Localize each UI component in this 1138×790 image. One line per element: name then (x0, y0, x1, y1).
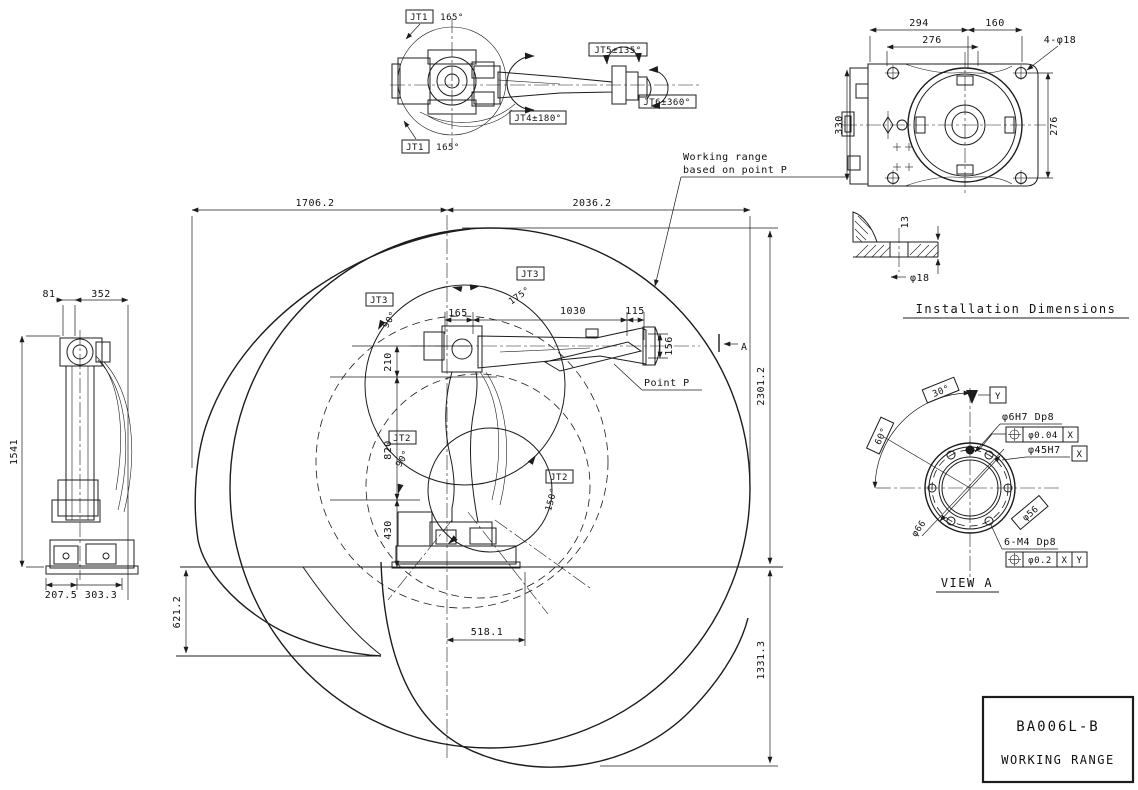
dim-1331-3: 1331.3 (756, 640, 767, 679)
datum-y: Y (966, 386, 1007, 404)
jt3-top-angle: 175° (507, 285, 532, 307)
svg-text:JT6±360°: JT6±360° (643, 98, 690, 108)
working-range-view: 1706.2 2036.2 2301.2 1331.3 621.2 518.1 … (172, 152, 849, 768)
alignment-marks (893, 143, 913, 171)
installation-view: 294 160 276 4-φ18 330 276 (834, 18, 1076, 196)
pin-tol: φ0.04 (1028, 431, 1058, 441)
pin-datum: X (1068, 431, 1074, 441)
dim-phi18: φ18 (910, 273, 930, 284)
dim-13: 13 (900, 215, 911, 228)
svg-text:6-M4 Dp8: 6-M4 Dp8 (1004, 537, 1056, 548)
pin-hole-filled (965, 445, 975, 455)
datum-y-letter: Y (995, 392, 1001, 402)
tap-holes-callout: 6-M4 Dp8 φ0.2 X Y (990, 524, 1088, 568)
jt2-range-circle (427, 427, 553, 553)
note-line2: based on point P (683, 165, 787, 176)
dim-1706-2: 1706.2 (295, 198, 334, 209)
jt5-label: JT5±135° (588, 42, 648, 57)
range-circle-dashed-small (365, 373, 591, 599)
drawing-name: WORKING RANGE (1001, 753, 1114, 767)
working-range-note: Working range based on point P (654, 152, 849, 287)
dim-294: 294 (909, 18, 929, 29)
flange-od-label: φ66 (910, 519, 928, 539)
pin-hole-callout: φ6H7 Dp8 φ0.04 X (974, 412, 1079, 453)
installation-dimensions: 294 160 276 4-φ18 330 276 (834, 18, 1077, 181)
angle-60-label: 60° (865, 416, 895, 455)
jt6-rotation-arrow (648, 66, 669, 109)
model-number: BA006L-B (1016, 719, 1099, 735)
svg-text:JT5±135°: JT5±135° (594, 46, 641, 56)
section-a-marker: A (718, 334, 748, 353)
jt2-right-label: JT2 150° (544, 469, 574, 512)
robot-main-silhouette (391, 325, 660, 569)
dim-1541: 1541 (9, 439, 20, 465)
jt6-label: JT6±360° (638, 94, 697, 109)
jt1-bottom-angle: 165° (436, 143, 460, 153)
note-line1: Working range (683, 152, 768, 163)
bore-callout: φ45H7 X (921, 445, 1088, 537)
jt1-top-label: JT1 165° (405, 9, 464, 24)
title-block: BA006L-B WORKING RANGE (981, 695, 1135, 784)
hatching (855, 243, 939, 258)
dim-276-right: 276 (1049, 116, 1060, 136)
bolt-circle-label: φ56 (1010, 494, 1049, 531)
robot-side-view: 81 352 1541 207.5 303.3 (9, 289, 139, 601)
dim-430: 430 (383, 520, 394, 540)
holes-callout: 4-φ18 (1044, 35, 1077, 46)
dim-2036-2: 2036.2 (572, 198, 611, 209)
tap-tol: φ0.2 (1028, 556, 1052, 566)
dim-330: 330 (834, 115, 845, 135)
dim-115: 115 (625, 306, 645, 317)
svg-text:φ45H7: φ45H7 (1028, 445, 1061, 456)
jt1-bottom-label: JT1 165° (401, 139, 460, 154)
dim-820: 820 (383, 440, 394, 460)
dim-1030: 1030 (560, 306, 586, 317)
svg-text:φ6H7 Dp8: φ6H7 Dp8 (1002, 412, 1054, 423)
side-view-dimensions: 81 352 1541 207.5 303.3 (9, 289, 129, 601)
svg-text:JT2: JT2 (393, 434, 411, 444)
svg-text:JT2: JT2 (550, 473, 568, 483)
jt3-left-label: JT3 90° (365, 292, 399, 330)
svg-text:Point P: Point P (644, 378, 690, 389)
dim-156: 156 (664, 336, 675, 356)
mounting-holes (885, 65, 1029, 186)
view-a-title: VIEW A (941, 576, 993, 590)
dim-621-2: 621.2 (172, 596, 183, 629)
jt2-right-angle: 150° (544, 487, 560, 512)
dim-207-5: 207.5 (45, 590, 78, 601)
installation-section-detail: 13 φ18 Installation Dimensions (852, 211, 1129, 319)
bore-datum: X (1077, 450, 1083, 460)
svg-text:JT3: JT3 (521, 270, 539, 280)
dim-303-3: 303.3 (85, 590, 118, 601)
tap-datum1: X (1062, 556, 1068, 566)
jt1-top-angle: 165° (440, 13, 464, 23)
arc-arrowheads (378, 284, 536, 544)
dim-81: 81 (42, 289, 55, 300)
angle-30-label: 30° (921, 376, 960, 404)
main-dimensions: 1706.2 2036.2 2301.2 1331.3 621.2 518.1 … (172, 198, 778, 767)
dim-276-top: 276 (922, 35, 942, 46)
jt4-label: JT4±180° (509, 110, 567, 125)
jt4-rotation-arrow (506, 52, 535, 114)
point-p-label: Point P (613, 363, 702, 391)
svg-text:JT4±180°: JT4±180° (514, 114, 561, 124)
range-circle-dashed-large (315, 315, 609, 609)
dim-2301-2: 2301.2 (756, 366, 767, 405)
dim-165: 165 (448, 308, 468, 319)
section-a-letter: A (741, 342, 748, 353)
robot-top-view: JT1 165° JT1 165° JT4±180° JT5±135° JT6±… (390, 9, 700, 154)
installation-title: Installation Dimensions (916, 302, 1117, 316)
jt1-bottom-tag: JT1 (406, 143, 424, 153)
dim-518-1: 518.1 (471, 627, 504, 638)
svg-text:JT3: JT3 (370, 296, 388, 306)
dim-352: 352 (91, 289, 111, 300)
view-a: 30° 60° Y φ6H7 Dp8 φ0.04 X (865, 376, 1088, 593)
dim-210: 210 (383, 352, 394, 372)
tap-datum2: Y (1077, 556, 1083, 566)
dim-160: 160 (985, 18, 1005, 29)
jt3-range-circle (364, 284, 566, 486)
jt3-top-label: JT3 175° (507, 266, 545, 307)
jt1-top-tag: JT1 (410, 13, 428, 23)
